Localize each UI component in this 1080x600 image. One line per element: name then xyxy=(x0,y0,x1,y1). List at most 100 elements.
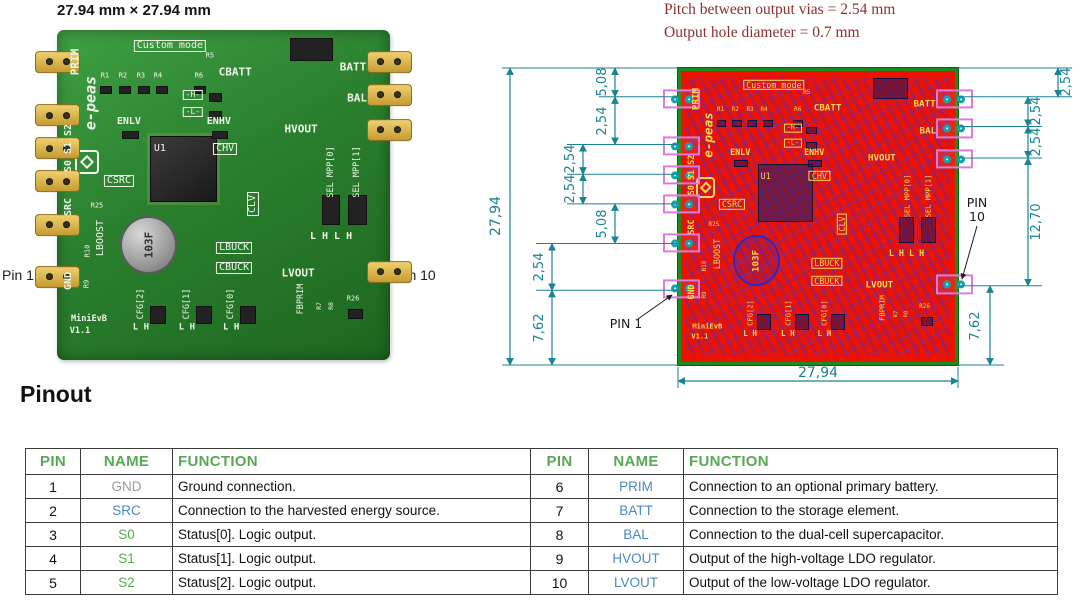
logo-diamond-icon xyxy=(699,181,712,194)
silk-cfg0: CFG[0] xyxy=(819,299,829,326)
smd-component xyxy=(716,120,727,128)
silk-chv: CHV xyxy=(808,170,830,182)
silk-fbprim: FBPRIM xyxy=(877,295,887,321)
name-cell: S2 xyxy=(80,570,173,595)
pad-right-3 xyxy=(366,119,412,141)
silk-lbuck: LBUCK xyxy=(216,242,253,255)
silk-enlv: ENLV xyxy=(116,116,141,128)
pad-hole xyxy=(46,111,53,119)
smd-component xyxy=(211,130,229,140)
name-cell: S1 xyxy=(80,546,173,571)
function-cell: Output of the low-voltage LDO regulator. xyxy=(683,570,1058,595)
silk-r3: R3 xyxy=(136,71,146,80)
silk-batt: BATT xyxy=(339,60,367,74)
pad-hole xyxy=(957,95,966,104)
smd-component xyxy=(208,93,222,102)
silk-u1: U1 xyxy=(153,143,166,155)
pad-hole xyxy=(46,177,53,185)
silk-minievb: MiniEvB xyxy=(692,321,723,331)
function-cell: Connection to the dual-cell supercapacit… xyxy=(683,522,1058,547)
dim-left-6: 7,62 xyxy=(532,314,547,343)
hole-diameter-note: Output hole diameter = 0.7 mm xyxy=(664,24,860,41)
smd-component xyxy=(920,216,936,243)
smd-component xyxy=(121,130,139,140)
name-cell: SRC xyxy=(80,498,173,523)
silk-clv: CLV xyxy=(247,191,260,216)
pin-cell: 8 xyxy=(530,522,589,547)
pad-hole xyxy=(684,142,693,151)
silk-r7: R7 xyxy=(314,301,323,310)
silk-hvout: HVOUT xyxy=(284,122,318,136)
smd-component xyxy=(118,86,131,94)
smd-component xyxy=(149,305,167,324)
silk-jh: -H- xyxy=(182,90,204,100)
dim-overall-bottom: 27,94 xyxy=(798,365,838,381)
smd-component xyxy=(156,86,169,94)
pad-hole xyxy=(670,142,679,151)
smd-component xyxy=(348,195,367,225)
dim-right-1: 2,54 xyxy=(1029,97,1044,126)
silk-r2: R2 xyxy=(731,107,739,114)
silk-jh: -H- xyxy=(783,123,802,133)
silk-r9: R9 xyxy=(701,291,708,299)
inductor xyxy=(120,216,177,275)
silk-csrc: CSRC xyxy=(718,199,746,210)
pad-right-2 xyxy=(366,84,412,106)
smd-component xyxy=(805,142,817,150)
smd-component xyxy=(734,159,749,168)
silk-sel_mpp0: SEL MPP[0] xyxy=(901,174,911,218)
silk-r5: R5 xyxy=(205,51,215,60)
pad-right-4 xyxy=(366,260,412,283)
smd-component xyxy=(239,305,257,324)
pin-cell: 7 xyxy=(530,498,589,523)
main-chip xyxy=(150,135,217,202)
silk-enlv: ENLV xyxy=(730,146,751,157)
function-cell: Connection to an optional primary batter… xyxy=(683,474,1058,499)
pin10-callout-line2: 10 xyxy=(969,209,985,224)
silk-version: V1.1 xyxy=(691,331,709,341)
silk-r26: R26 xyxy=(919,304,930,311)
silk-minievb: MiniEvB xyxy=(71,313,107,324)
pad-hole xyxy=(62,144,70,152)
silk-prim: PRIM xyxy=(68,48,82,76)
dim-right-0: 2,54 xyxy=(1059,68,1074,97)
dim-left-0: 5,08 xyxy=(595,68,610,97)
smd-component xyxy=(321,195,341,225)
name-cell: S0 xyxy=(80,522,173,547)
main-chip xyxy=(757,164,813,223)
pad-hole xyxy=(957,280,966,289)
silk-inductor: 103F xyxy=(750,249,762,272)
pad-hole xyxy=(684,200,693,209)
pad-right-1 xyxy=(935,89,973,109)
silk-chv: CHV xyxy=(213,143,238,156)
pad-hole xyxy=(957,124,966,133)
silk-jl: -L- xyxy=(182,106,204,117)
pin1-label: Pin 1 xyxy=(2,267,34,283)
silk-lh: L H xyxy=(817,328,832,338)
pin1-callout: PIN 1 xyxy=(610,316,643,331)
pad-hole xyxy=(670,200,679,209)
smd-component xyxy=(920,316,934,326)
pad-hole xyxy=(377,268,385,276)
pin-cell: 2 xyxy=(25,498,81,523)
silk-r8: R8 xyxy=(902,310,909,318)
silk-prim: PRIM xyxy=(690,88,702,111)
pad-left-3 xyxy=(35,137,81,160)
logo-diamond-icon xyxy=(79,154,95,170)
silk-cfg2: CFG[2] xyxy=(745,299,755,326)
silk-version: V1.1 xyxy=(69,325,91,336)
dim-left-5: 2,54 xyxy=(532,253,547,282)
silk-cbuck: CBUCK xyxy=(216,261,253,274)
dim-left-4: 5,08 xyxy=(595,210,610,239)
pinout-heading: Pinout xyxy=(20,381,92,407)
silk-r5: R5 xyxy=(803,90,811,97)
pad-hole xyxy=(377,58,385,66)
pad-hole xyxy=(393,58,401,66)
header-function-left: FUNCTION xyxy=(172,448,531,475)
silk-cfg1: CFG[1] xyxy=(783,299,793,326)
smd-component xyxy=(757,313,771,330)
silk-lvout: LVOUT xyxy=(865,279,894,291)
pad-hole xyxy=(62,273,70,281)
